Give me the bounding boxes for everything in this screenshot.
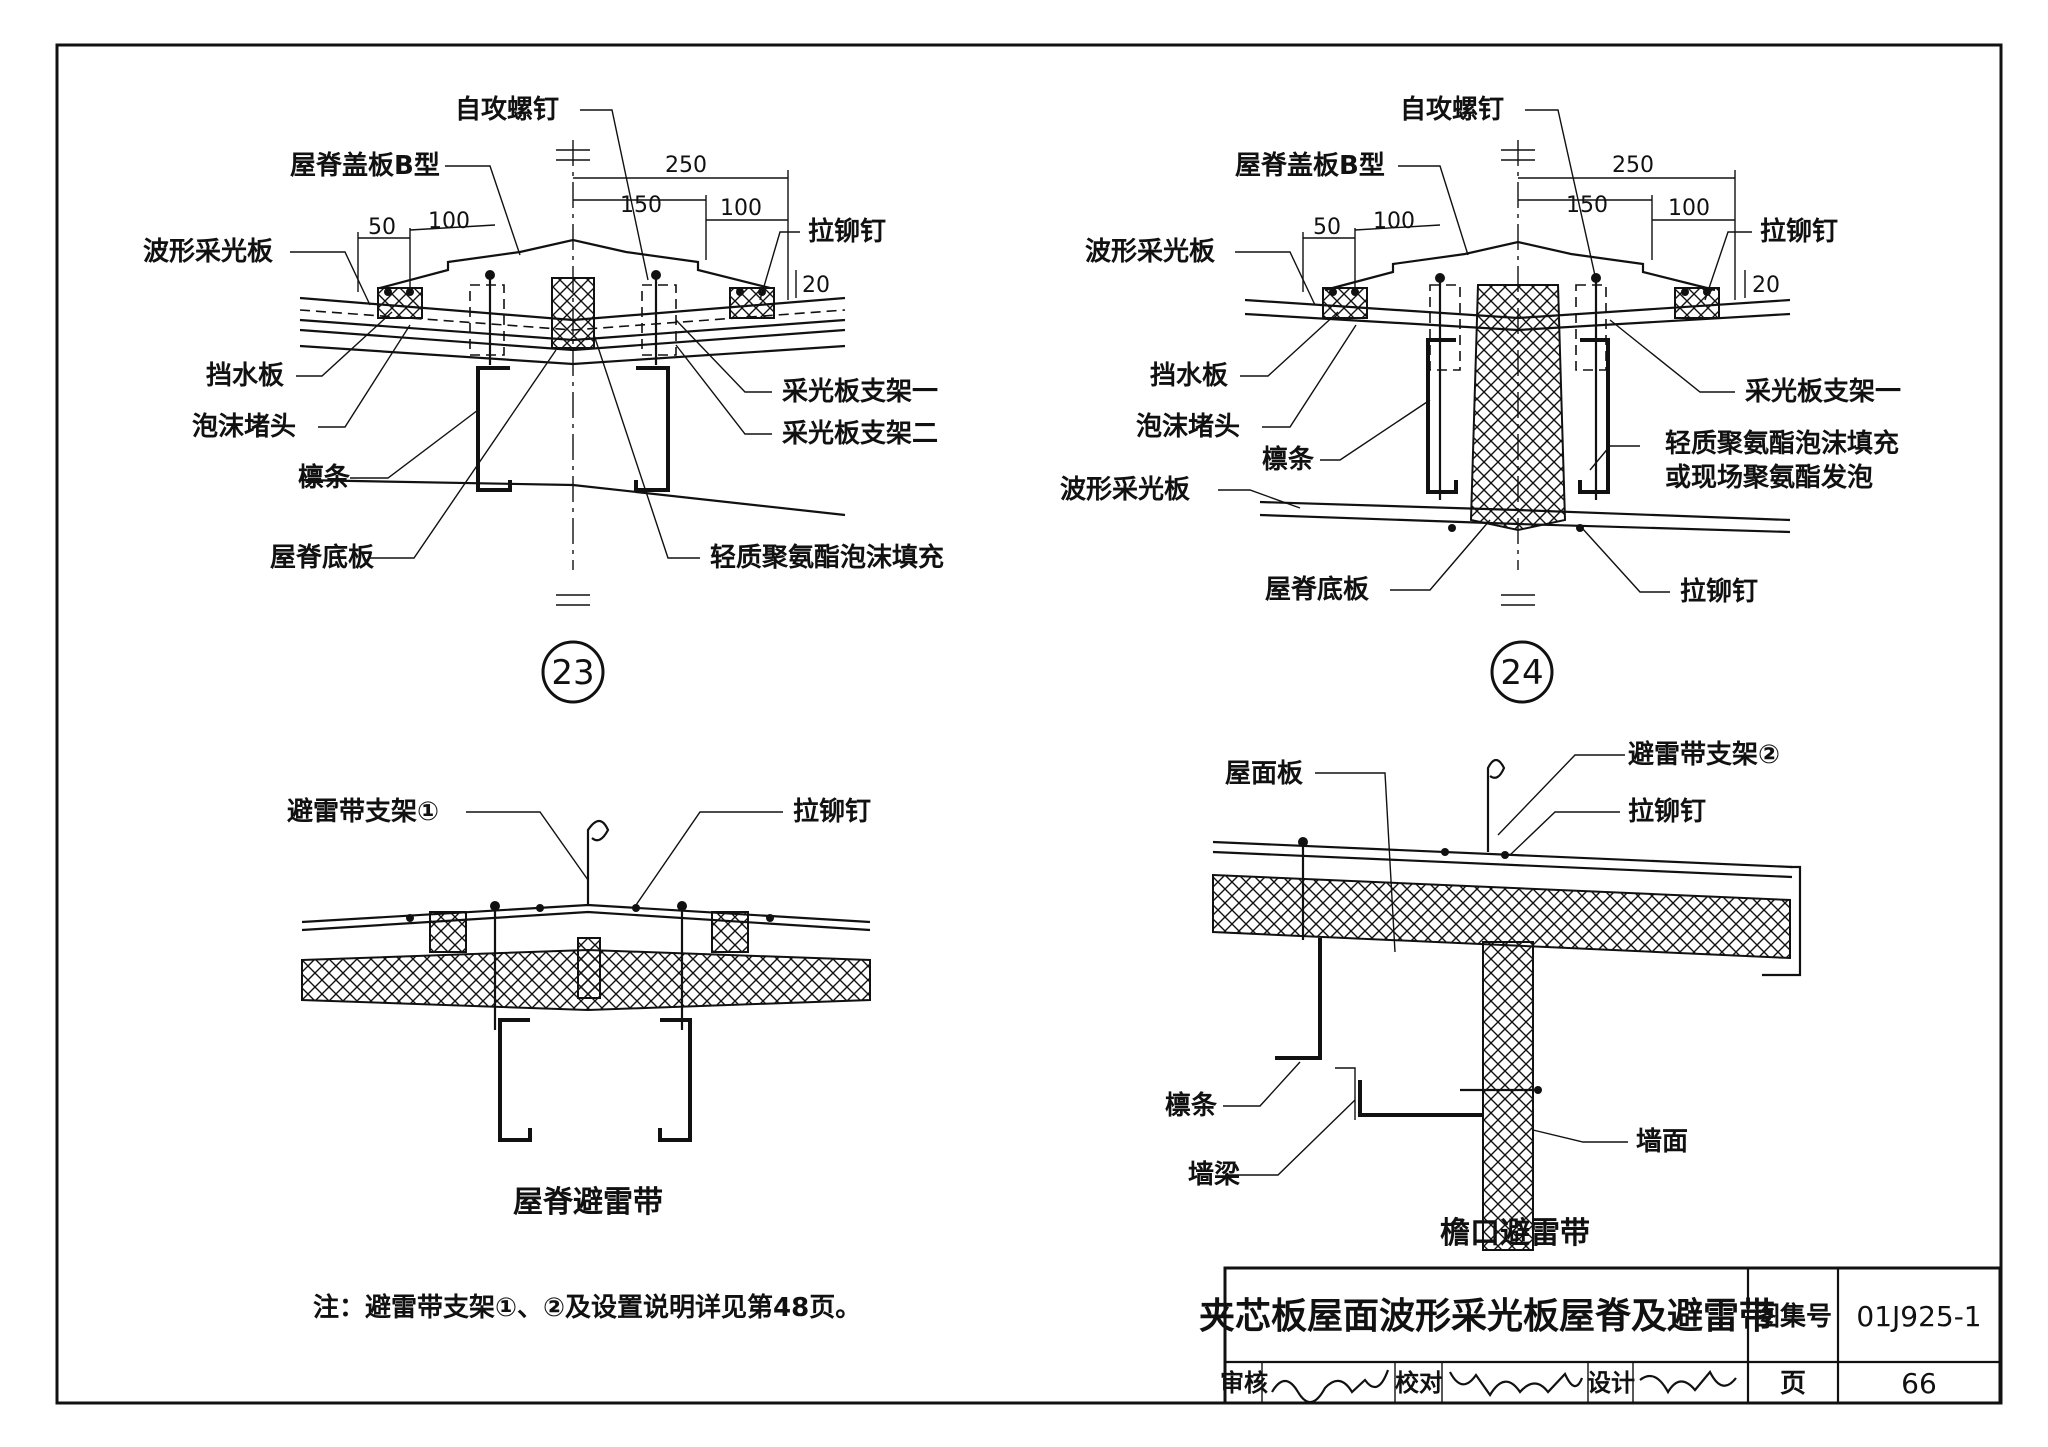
- title-block-page-label: 页: [1780, 1369, 1806, 1399]
- ridge-lightning-detail: 避雷带支架① 拉铆钉 屋脊避雷带: [287, 796, 871, 1220]
- label-23-bracket-1: 采光板支架一: [782, 377, 938, 407]
- label-23-pu-fill: 轻质聚氨酯泡沫填充: [710, 542, 944, 573]
- label-eave-roof-panel: 屋面板: [1225, 759, 1303, 789]
- label-23-pull-rivet: 拉铆钉: [808, 216, 886, 247]
- dim-24-100b: 100: [1373, 209, 1415, 234]
- dim-24-250: 250: [1612, 153, 1654, 178]
- label-23-water-stop: 挡水板: [206, 361, 284, 391]
- detail-number-23: 23: [551, 653, 594, 693]
- dim-24-50: 50: [1313, 215, 1341, 240]
- label-23-bracket-2: 采光板支架二: [782, 419, 938, 449]
- label-24-pu-fill-line1: 轻质聚氨酯泡沫填充: [1665, 428, 1899, 459]
- label-eave-wall: 墙面: [1636, 1127, 1688, 1157]
- dim-24-20: 20: [1752, 273, 1780, 298]
- label-24-pull-rivet-top: 拉铆钉: [1760, 216, 1838, 247]
- dim-23-150: 150: [620, 193, 662, 218]
- detail-23: 250 150 100 50 100 20 自攻螺钉 屋脊盖板B型 波形采光板 …: [143, 94, 944, 704]
- dim-23-100b: 100: [428, 209, 470, 234]
- caption-ridge-lightning: 屋脊避雷带: [513, 1185, 663, 1220]
- dim-23-100a: 100: [720, 196, 762, 221]
- title-block-atlas-label: 图集号: [1754, 1301, 1832, 1332]
- label-24-pu-fill-line2: 或现场聚氨酯发泡: [1665, 462, 1873, 493]
- label-24-self-tapping-screw: 自攻螺钉: [1400, 94, 1504, 125]
- dim-24-150: 150: [1566, 193, 1608, 218]
- label-23-ridge-cover-b: 屋脊盖板B型: [290, 150, 440, 181]
- label-24-ridge-cover-b: 屋脊盖板B型: [1235, 150, 1385, 181]
- label-23-foam-plug: 泡沫堵头: [192, 412, 296, 442]
- title-block-design-label: 设计: [1587, 1369, 1635, 1397]
- label-23-self-tapping-screw: 自攻螺钉: [455, 94, 559, 125]
- label-24-wave-skylight-bottom: 波形采光板: [1060, 475, 1190, 505]
- label-24-foam-plug: 泡沫堵头: [1136, 412, 1240, 442]
- label-eave-pull-rivet: 拉铆钉: [1628, 796, 1706, 827]
- title-block-page-no: 66: [1901, 1367, 1937, 1400]
- label-23-purlin: 檩条: [298, 462, 351, 493]
- signature-reviewer: [1271, 1369, 1390, 1404]
- label-ridge-lightning-bracket-1: 避雷带支架①: [287, 796, 439, 827]
- title-block-title: 夹芯板屋面波形采光板屋脊及避雷带: [1199, 1296, 1775, 1337]
- label-24-wave-skylight-top: 波形采光板: [1085, 237, 1215, 267]
- label-23-wave-skylight: 波形采光板: [143, 237, 273, 267]
- signature-designer: [1639, 1370, 1737, 1395]
- note-text: 注：避雷带支架①、②及设置说明详见第48页。: [313, 1292, 861, 1323]
- dim-23-250: 250: [665, 153, 707, 178]
- label-23-ridge-bottom: 屋脊底板: [270, 542, 374, 573]
- label-24-pull-rivet-bottom: 拉铆钉: [1680, 576, 1758, 607]
- title-block: 夹芯板屋面波形采光板屋脊及避雷带 图集号 01J925-1 审核 校对 设计 页…: [1199, 1266, 2002, 1405]
- signature-checker: [1449, 1371, 1584, 1398]
- label-ridge-lightning-pull-rivet: 拉铆钉: [793, 796, 871, 827]
- detail-number-24: 24: [1500, 653, 1543, 693]
- eave-lightning-detail: 屋面板 避雷带支架② 拉铆钉 檩条 墙梁 墙面 檐口避雷带: [1165, 739, 1802, 1251]
- label-eave-purlin: 檩条: [1165, 1090, 1218, 1121]
- label-24-ridge-bottom: 屋脊底板: [1265, 574, 1369, 605]
- label-24-water-stop: 挡水板: [1150, 361, 1228, 391]
- title-block-atlas-no: 01J925-1: [1856, 1300, 1981, 1333]
- label-24-purlin: 檩条: [1262, 444, 1315, 475]
- label-eave-lightning-bracket-2: 避雷带支架②: [1628, 739, 1780, 770]
- dim-23-20: 20: [802, 273, 830, 298]
- label-24-bracket-1: 采光板支架一: [1745, 377, 1901, 407]
- title-block-review-label: 审核: [1220, 1369, 1268, 1397]
- dim-23-50: 50: [368, 215, 396, 240]
- title-block-check-label: 校对: [1395, 1369, 1443, 1397]
- label-eave-wall-beam: 墙梁: [1188, 1160, 1240, 1190]
- caption-eave-lightning: 檐口避雷带: [1440, 1216, 1590, 1251]
- drawing-frame: [55, 43, 2003, 1405]
- dim-24-100a: 100: [1668, 196, 1710, 221]
- detail-24: 250 150 100 50 100 20 自攻螺钉 屋脊盖板B型 波形采光板 …: [1060, 94, 1901, 704]
